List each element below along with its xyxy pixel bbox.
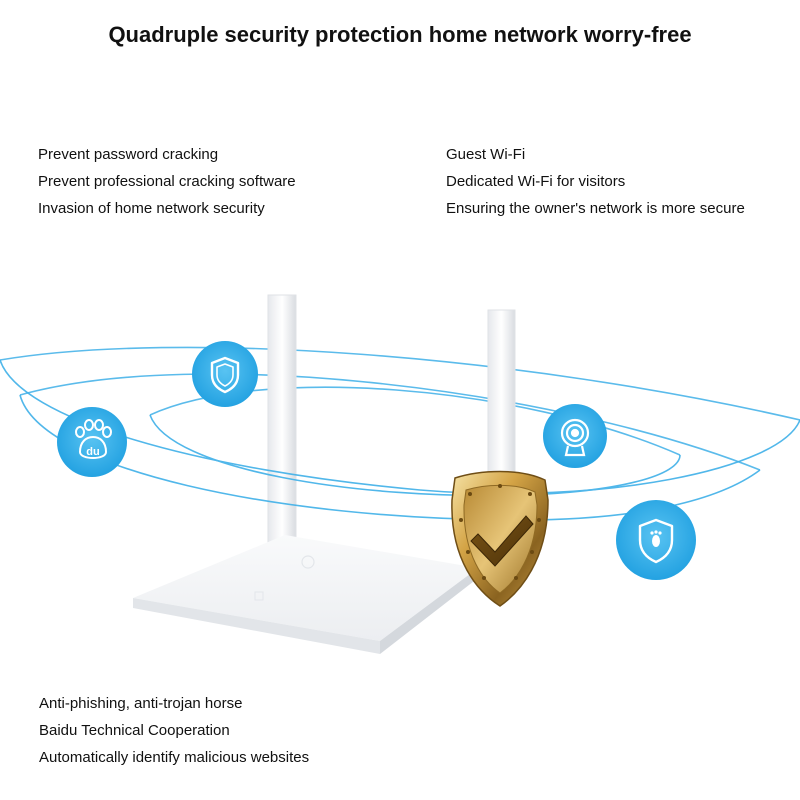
- shield-icon-badge: [192, 341, 258, 407]
- right-feature-item: Guest Wi-Fi: [446, 146, 526, 163]
- left-feature-item: Prevent professional cracking software: [38, 173, 296, 190]
- bottom-feature-item: Anti-phishing, anti-trojan horse: [39, 695, 243, 712]
- footprint-shield-icon-badge: [616, 500, 696, 580]
- guest-wifi-icon-badge: [543, 404, 607, 468]
- shield-icon: [210, 356, 240, 394]
- baidu-paw-icon: [75, 419, 112, 459]
- router-body: [133, 535, 478, 654]
- bottom-feature-item: Automatically identify malicious website…: [39, 749, 310, 766]
- left-feature-item: Invasion of home network security: [38, 200, 265, 217]
- right-feature-item: Dedicated Wi-Fi for visitors: [446, 173, 626, 190]
- bottom-feature-item: Baidu Technical Cooperation: [39, 722, 230, 739]
- page-title: Quadruple security protection home netwo…: [108, 22, 692, 47]
- left-feature-list: Prevent password cracking Prevent profes…: [38, 141, 296, 222]
- left-feature-item: Prevent password cracking: [38, 146, 219, 163]
- baidu-logo-text: du: [86, 446, 99, 458]
- right-feature-list: Guest Wi-Fi Dedicated Wi-Fi for visitors…: [446, 141, 745, 222]
- bottom-feature-list: Anti-phishing, anti-trojan horse Baidu T…: [39, 690, 309, 771]
- footprint-shield-icon: [638, 518, 674, 564]
- checkmark-icon: [470, 515, 534, 567]
- right-feature-item: Ensuring the owner's network is more sec…: [446, 200, 745, 217]
- guest-wifi-icon: [560, 418, 590, 457]
- baidu-icon-badge: du: [57, 407, 127, 477]
- router-antenna-left: [267, 294, 297, 578]
- gold-checkmark-shield: [451, 470, 549, 607]
